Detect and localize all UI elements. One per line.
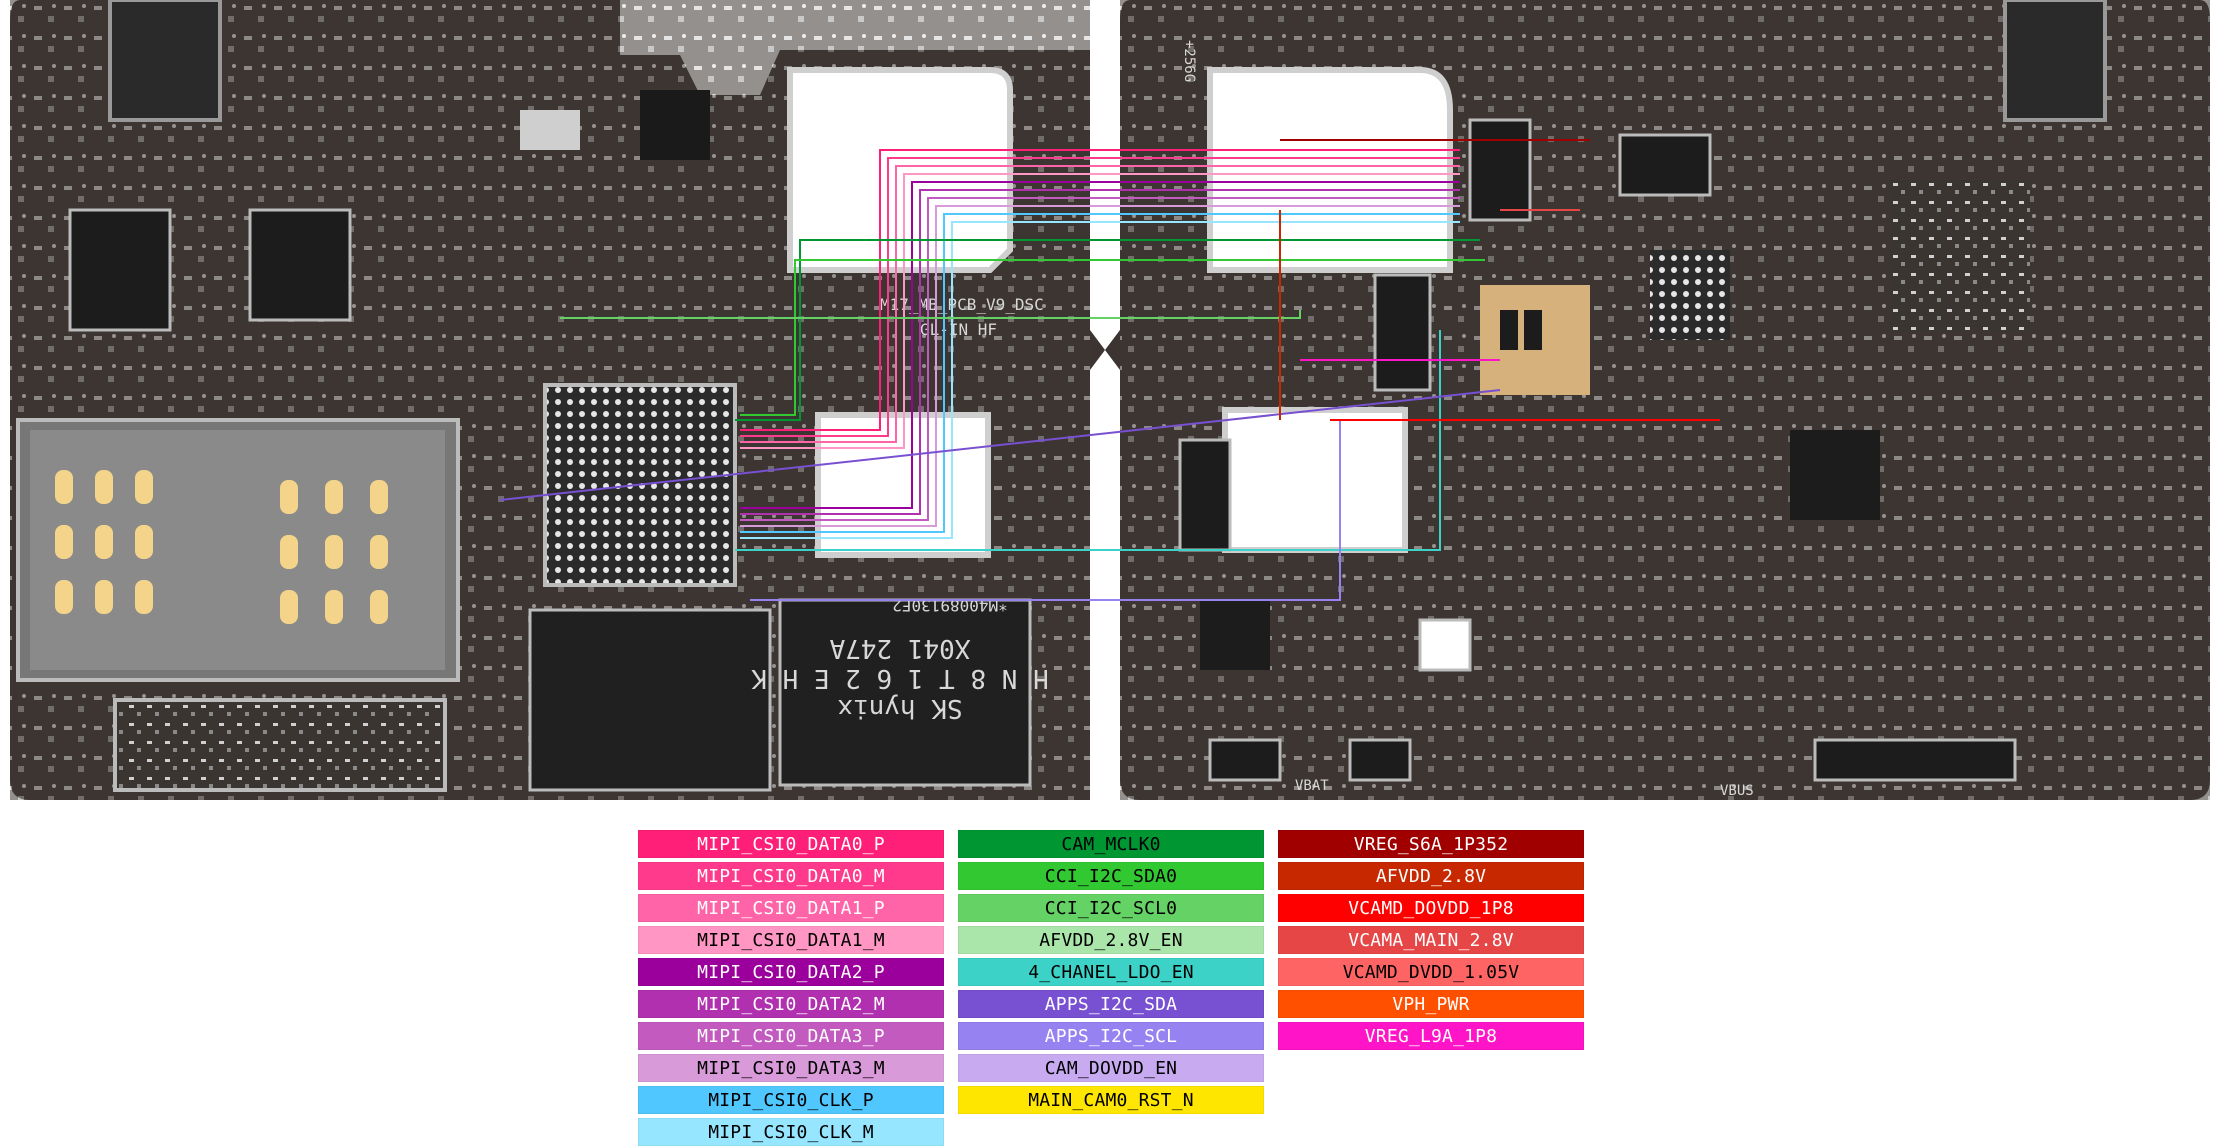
legend-item-mipi-csi0-clk-p: MIPI_CSI0_CLK_P: [638, 1086, 944, 1114]
top-right-text: +256G: [1181, 40, 1197, 82]
legend-item-apps-i2c-scl: APPS_I2C_SCL: [958, 1022, 1264, 1050]
legend-item-mipi-csi0-data0-m: MIPI_CSI0_DATA0_M: [638, 862, 944, 890]
legend-item-mipi-csi0-data3-p: MIPI_CSI0_DATA3_P: [638, 1022, 944, 1050]
legend-column-cam-data: MIPI_CSI0_DATA0_P MIPI_CSI0_DATA0_M MIPI_C…: [638, 830, 944, 1146]
legend-item-vcamd-dvdd-1-05v: VCAMD_DVDD_1.05V: [1278, 958, 1584, 986]
legend-item-afvdd-2-8v-en: AFVDD_2.8V_EN: [958, 926, 1264, 954]
legend-item-mipi-csi0-data0-p: MIPI_CSI0_DATA0_P: [638, 830, 944, 858]
legend-item-apps-i2c-sda: APPS_I2C_SDA: [958, 990, 1264, 1018]
ram-chip-text-2: H N 8 T 1 6 2 E H K: [751, 663, 1049, 693]
legend-item-cam-dovdd-en: CAM_DOVDD_EN: [958, 1054, 1264, 1082]
pcb-board-image: SK hynix H N 8 T 1 6 2 E H K X041 247A *…: [10, 0, 2210, 800]
legend-item-mipi-csi0-data3-m: MIPI_CSI0_DATA3_M: [638, 1054, 944, 1082]
legend-item-vreg-s6a-1p352: VREG_S6A_1P352: [1278, 830, 1584, 858]
right-board: VBAT VBUS +256G: [1105, 0, 2210, 800]
legend-item-cci-i2c-sda0: CCI_I2C_SDA0: [958, 862, 1264, 890]
legend-item-mipi-csi0-data2-m: MIPI_CSI0_DATA2_M: [638, 990, 944, 1018]
legend-item-main-cam0-rst-n: MAIN_CAM0_RST_N: [958, 1086, 1264, 1114]
legend-item-cci-i2c-scl0: CCI_I2C_SCL0: [958, 894, 1264, 922]
legend-item-vcama-main-2-8v: VCAMA_MAIN_2.8V: [1278, 926, 1584, 954]
legend-item-mipi-csi0-data2-p: MIPI_CSI0_DATA2_P: [638, 958, 944, 986]
legend-item-afvdd-2-8v: AFVDD_2.8V: [1278, 862, 1584, 890]
legend-item-vcamd-dovdd-1p8: VCAMD_DOVDD_1P8: [1278, 894, 1584, 922]
legend-item-mipi-csi0-clk-m: MIPI_CSI0_CLK_M: [638, 1118, 944, 1146]
vbat-label: VBAT: [1295, 778, 1329, 794]
sim-tray: [16, 418, 460, 682]
left-board: SK hynix H N 8 T 1 6 2 E H K X041 247A *…: [10, 0, 1105, 800]
legend-item-cam-mclk0: CAM_MCLK0: [958, 830, 1264, 858]
legend-item-vreg-l9a-1p8: VREG_L9A_1P8: [1278, 1022, 1584, 1050]
legend-item-mipi-csi0-data1-m: MIPI_CSI0_DATA1_M: [638, 926, 944, 954]
ram-chip-text-3: X041 247A: [829, 633, 970, 663]
marking-text: *M40089130F2: [892, 596, 1008, 615]
net-wires: [499, 139, 1720, 601]
pcb-sublabel: GL-IN HF: [920, 320, 997, 339]
legend-item-4-chanel-ldo-en: 4_CHANEL_LDO_EN: [958, 958, 1264, 986]
vbus-label: VBUS: [1720, 783, 1754, 799]
legend-item-vph-pwr: VPH_PWR: [1278, 990, 1584, 1018]
legend-item-mipi-csi0-data1-p: MIPI_CSI0_DATA1_P: [638, 894, 944, 922]
ram-chip-text-1: SK hynix: [837, 693, 962, 723]
